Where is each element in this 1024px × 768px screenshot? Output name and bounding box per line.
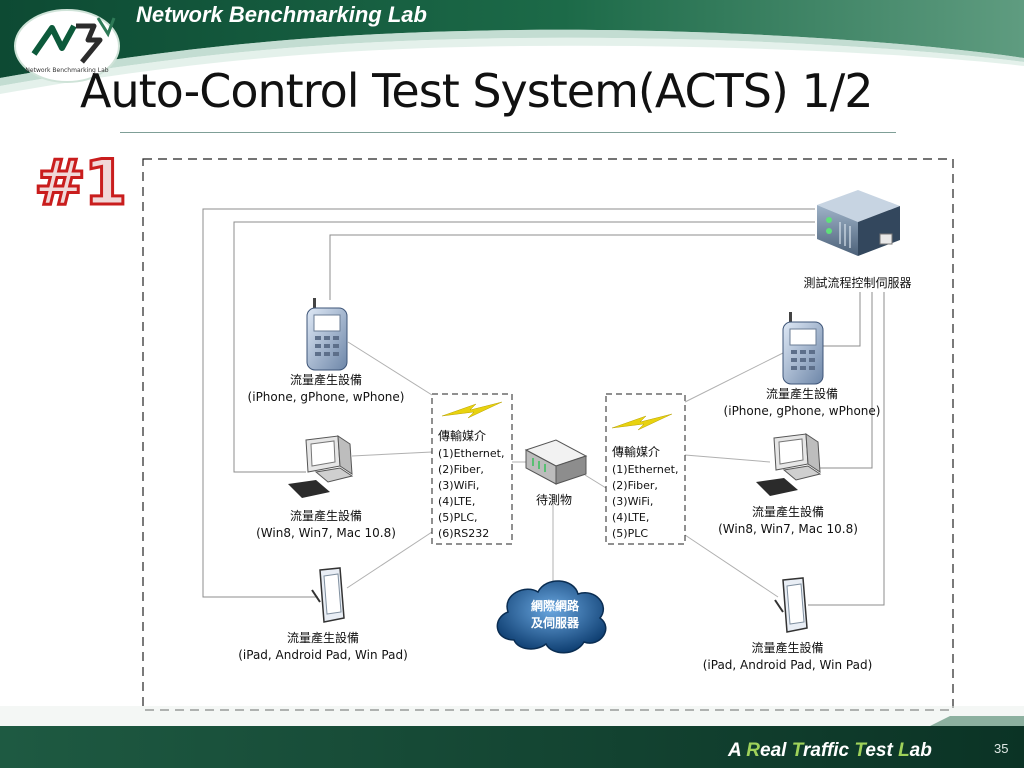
transmission-media-box-left [431, 393, 513, 545]
device-label-right-pc: 流量產生設備 (Win8, Win7, Mac 10.8) [698, 504, 878, 538]
tablet-icon-left [311, 567, 345, 623]
footer-tagline: A Real Traffic Test Lab [728, 740, 932, 762]
device-label-left-tablet: 流量產生設備 (iPad, Android Pad, Win Pad) [218, 630, 428, 664]
media-item: (4)LTE, [438, 495, 476, 508]
media-heading: 傳輸媒介 [612, 445, 661, 459]
tagline-text: raffic [803, 740, 855, 761]
tagline-accent: L [898, 740, 910, 761]
device-title: 流量產生設備 [289, 373, 362, 387]
media-heading: 傳輸媒介 [438, 429, 487, 443]
device-title: 流量產生設備 [751, 641, 824, 655]
media-item: (6)RS232 [438, 527, 490, 540]
tagline-text: A [728, 740, 747, 761]
media-item: (2)Fiber, [612, 479, 658, 492]
lab-name: Network Benchmarking Lab [136, 2, 427, 27]
control-server-label: 測試流程控制伺服器 [803, 276, 912, 290]
device-label-right-tablet: 流量產生設備 (iPad, Android Pad, Win Pad) [680, 640, 895, 674]
tagline-text: ab [909, 740, 932, 761]
test-environment-frame [142, 158, 954, 711]
dut-label: 待測物 [535, 493, 572, 507]
media-item: (3)WiFi, [438, 479, 480, 492]
media-item: (5)PLC, [438, 511, 478, 524]
device-title: 流量產生設備 [286, 631, 359, 645]
device-label-left-phone: 流量產生設備 (iPhone, gPhone, wPhone) [236, 372, 416, 406]
device-title: 流量產生設備 [751, 505, 824, 519]
device-detail: (Win8, Win7, Mac 10.8) [256, 526, 396, 540]
device-detail: (iPhone, gPhone, wPhone) [723, 404, 881, 418]
media-item: (1)Ethernet, [612, 463, 679, 476]
wireless-bolt-icon-left [441, 401, 503, 419]
media-item: (4)LTE, [612, 511, 650, 524]
title-divider [120, 132, 896, 133]
desktop-pc-icon-right [756, 433, 822, 496]
slide-title: Auto-Control Test System(ACTS) 1/2 [80, 64, 874, 118]
tablet-icon-right [774, 577, 808, 633]
tagline-text: est [865, 740, 899, 761]
device-detail: (iPad, Android Pad, Win Pad) [702, 658, 873, 672]
nbl-logo: Network Benchmarking Lab [14, 9, 120, 83]
tagline-text: eal [760, 740, 792, 761]
tagline-accent: T [854, 740, 866, 761]
cloud-label: 網際網路 及伺服器 [515, 598, 595, 632]
media-item: (2)Fiber, [438, 463, 484, 476]
tagline-accent: R [746, 740, 761, 761]
tagline-accent: T [791, 740, 803, 761]
media-item: (5)PLC [612, 527, 649, 540]
media-item: (3)WiFi, [612, 495, 654, 508]
footer-banner [0, 706, 1024, 768]
device-title: 流量產生設備 [765, 387, 838, 401]
transmission-media-box-right [605, 393, 686, 545]
desktop-pc-icon-left [288, 435, 354, 498]
device-detail: (iPhone, gPhone, wPhone) [247, 390, 405, 404]
data-links [346, 341, 786, 598]
device-detail: (iPad, Android Pad, Win Pad) [238, 648, 408, 662]
cloud-label-line2: 及伺服器 [530, 616, 579, 630]
smartphone-icon-left [306, 298, 348, 371]
device-label-left-pc: 流量產生設備 (Win8, Win7, Mac 10.8) [236, 508, 416, 542]
page-number: 35 [994, 741, 1009, 756]
wireless-bolt-icon-right [611, 413, 673, 431]
section-badge: #1 [32, 145, 128, 221]
transmission-media-list-left: 傳輸媒介 (1)Ethernet, (2)Fiber, (3)WiFi, (4)… [438, 428, 504, 542]
device-title: 流量產生設備 [289, 509, 362, 523]
transmission-media-list-right: 傳輸媒介 (1)Ethernet, (2)Fiber, (3)WiFi, (4)… [612, 444, 678, 542]
header-banner [0, 0, 1024, 94]
control-server-icon [817, 190, 900, 256]
smartphone-icon-right [782, 312, 824, 385]
control-links [202, 208, 885, 606]
media-item: (1)Ethernet, [438, 447, 505, 460]
dut-switch-icon [524, 439, 588, 485]
cloud-label-line1: 網際網路 [530, 599, 579, 613]
device-detail: (Win8, Win7, Mac 10.8) [718, 522, 858, 536]
device-label-right-phone: 流量產生設備 (iPhone, gPhone, wPhone) [712, 386, 892, 420]
internet-cloud-icon [496, 580, 607, 654]
svg-text:Network Benchmarking Lab: Network Benchmarking Lab [25, 67, 108, 74]
